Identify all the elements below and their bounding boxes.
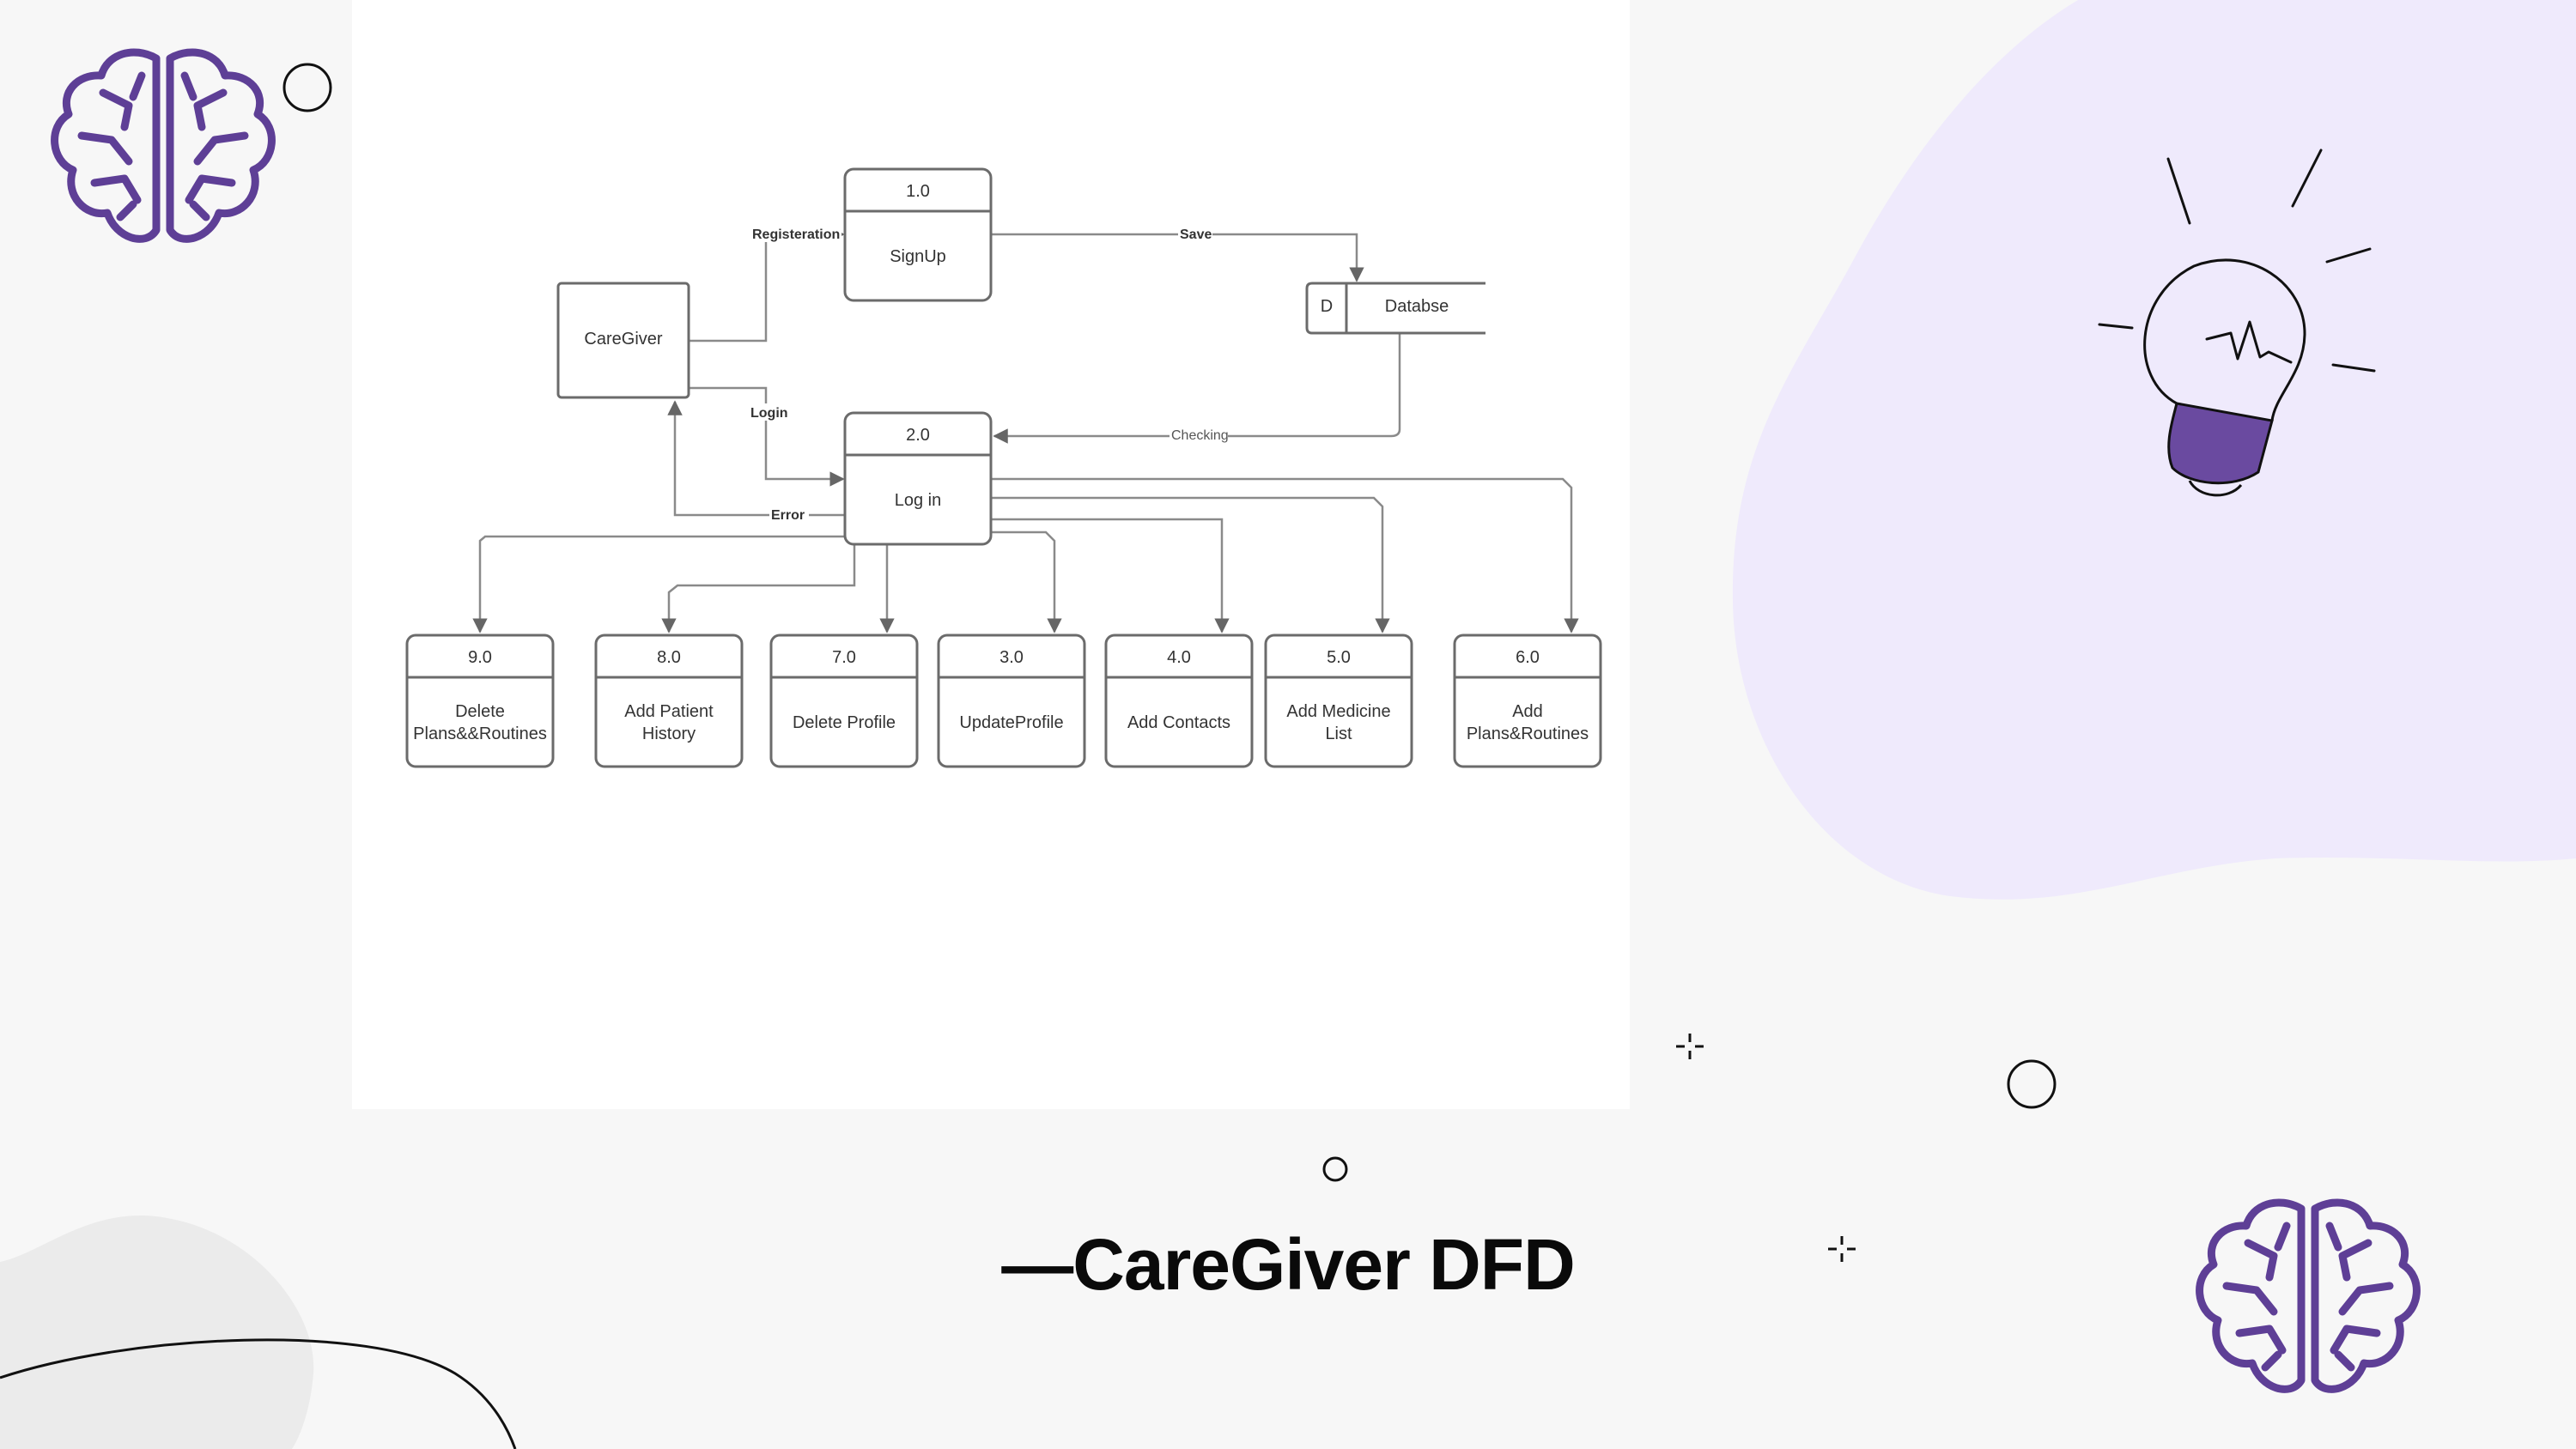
data-store-id: D: [1321, 297, 1333, 316]
process-id: 7.0: [832, 648, 856, 667]
flow-label-login: Login: [750, 406, 788, 421]
grey-blob: [0, 1215, 314, 1449]
flow-registration: [689, 227, 845, 343]
process-label: UpdateProfile: [959, 713, 1063, 732]
process-id: 5.0: [1327, 648, 1351, 667]
brain-icon: [51, 48, 276, 243]
process-id: 1.0: [906, 182, 930, 201]
flow-to-3: [989, 530, 1062, 634]
process-id: 6.0: [1516, 648, 1540, 667]
data-store-database: D Databse: [1305, 282, 1485, 335]
process-label: Add Patient: [624, 702, 714, 721]
process-label: Log in: [895, 491, 942, 510]
process-label: Add Contacts: [1127, 713, 1230, 732]
flow-to-9: [472, 535, 845, 634]
flow-label-checking: Checking: [1171, 428, 1229, 443]
flow-save: [991, 233, 1364, 282]
process-label: Add: [1512, 702, 1543, 721]
flow-label-registration: Registeration: [752, 227, 840, 242]
process-label: SignUp: [890, 247, 946, 266]
lavender-blob: [1732, 0, 2576, 900]
flow-to-4: [991, 518, 1230, 634]
flow-checking: [993, 333, 1401, 444]
circle-outline-icon: [1322, 1156, 1348, 1182]
flow-label-save: Save: [1180, 227, 1212, 242]
flow-label-error: Error: [771, 508, 805, 523]
bulb-base: [2167, 402, 2274, 485]
process-id: 9.0: [468, 648, 492, 667]
flow-to-5: [991, 496, 1390, 634]
brain-icon: [2196, 1198, 2421, 1393]
curve-line: [0, 1338, 517, 1449]
external-entity-caregiver: CareGiver: [556, 282, 690, 399]
process-id: 3.0: [999, 648, 1024, 667]
process-id: 8.0: [657, 648, 681, 667]
lightbulb-icon: [2098, 149, 2376, 497]
flow-to-6: [991, 477, 1579, 634]
process-label: Plans&&Routines: [413, 724, 547, 743]
process-label: List: [1325, 724, 1352, 743]
flow-to-8: [661, 543, 856, 634]
process-label: History: [642, 724, 696, 743]
dfd-diagram: Registeration Save Login Checking Error …: [405, 167, 1602, 768]
process-label: Add Medicine: [1286, 702, 1390, 721]
entity-label: CareGiver: [584, 330, 662, 349]
circle-outline-icon: [2007, 1059, 2057, 1109]
process-label: Delete Profile: [793, 713, 896, 732]
diagram-panel: Registeration Save Login Checking Error …: [352, 0, 1630, 1109]
process-id: 2.0: [906, 426, 930, 445]
process-label: Delete: [455, 702, 505, 721]
process-label: Plans&Routines: [1467, 724, 1589, 743]
process-id: 4.0: [1167, 648, 1191, 667]
sparkle-icon: [1676, 1034, 1704, 1059]
slide-title: —CareGiver DFD: [1001, 1224, 1576, 1305]
flow-lines: [472, 227, 1579, 634]
flow-login: [689, 386, 845, 487]
sparkle-icon: [1828, 1236, 1856, 1262]
circle-outline-icon: [283, 63, 332, 112]
data-store-label: Databse: [1385, 297, 1449, 316]
